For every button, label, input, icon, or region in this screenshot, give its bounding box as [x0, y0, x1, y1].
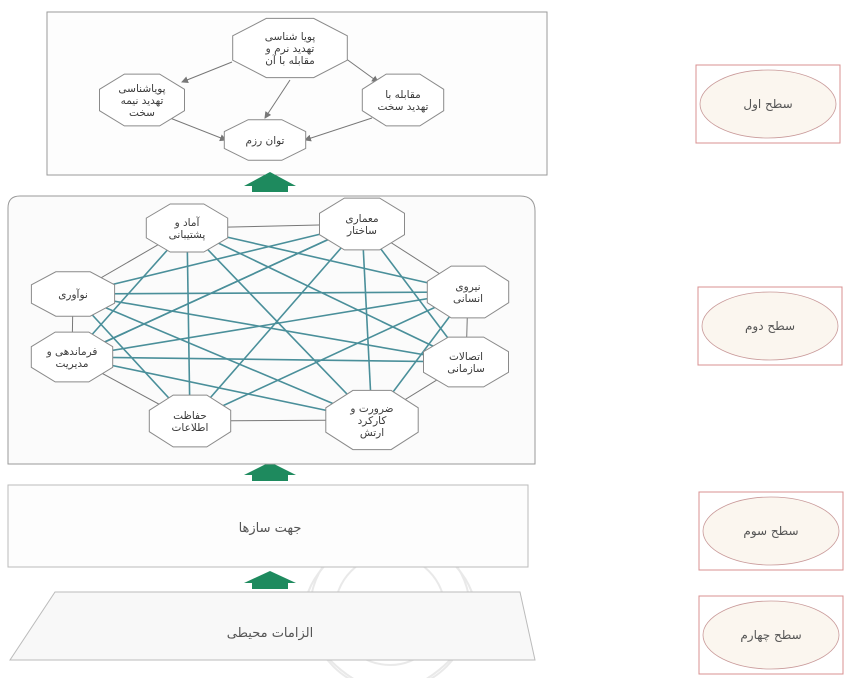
- mesh-link: [361, 223, 373, 421]
- node-label: ساختار: [346, 225, 377, 237]
- mesh-link: [186, 227, 469, 293]
- node-label: سازمانی: [447, 363, 485, 375]
- mesh-link: [72, 291, 469, 295]
- level-label: سطح اول: [743, 97, 792, 112]
- up-arrow-3: [244, 571, 296, 589]
- mesh-link: [186, 227, 373, 421]
- node-label: ارتش: [360, 427, 384, 439]
- node-label: کارکرد: [358, 415, 387, 427]
- node-label: پویاشناسی: [118, 83, 165, 95]
- mesh-link: [71, 356, 467, 363]
- node-label: توان رزم: [246, 135, 285, 147]
- node-combat-power: توان رزم: [223, 119, 307, 161]
- level3-panel: [7, 484, 529, 568]
- mesh-link: [72, 223, 363, 295]
- level2-panel: [7, 195, 536, 465]
- mesh-link: [189, 291, 469, 422]
- up-arrow-1: [244, 172, 296, 192]
- up-arrow-2: [244, 462, 296, 481]
- node-label: نیروی: [455, 281, 480, 293]
- mesh-link: [71, 223, 363, 358]
- node-label: فرماندهی و: [46, 346, 98, 358]
- node-label: حفاظت: [173, 410, 207, 422]
- node-label: معماری: [345, 213, 378, 225]
- node-label: مقابله با: [385, 89, 421, 101]
- badge-level-1: سطح اول: [695, 64, 841, 144]
- badge-level-3: سطح سوم: [698, 491, 844, 571]
- level1-connectors: [169, 57, 379, 142]
- node-label: انسانی: [453, 293, 483, 305]
- node-label: مدیریت: [55, 358, 88, 370]
- node-label: تهدید سخت: [378, 101, 429, 113]
- node-label: اتصالات: [449, 351, 483, 363]
- level3-label: جهت سازها: [239, 521, 302, 536]
- mesh-link: [71, 356, 373, 421]
- badge-level-4: سطح چهارم: [698, 595, 844, 675]
- node-label: تهدید نیمه: [121, 95, 164, 107]
- node-label: آماد و: [174, 216, 201, 229]
- badge-level-2: سطح دوم: [697, 286, 843, 366]
- node-label: مقابله با آن: [265, 54, 315, 67]
- node-label: تهدید نرم و: [265, 43, 315, 55]
- node-label: سخت: [129, 107, 155, 119]
- level4-panel: [9, 591, 536, 661]
- level-label: سطح سوم: [743, 524, 798, 539]
- node-innovation: نوآوری: [30, 271, 116, 317]
- node-label: اطلاعات: [172, 422, 209, 434]
- node-label: پشتیبانی: [169, 229, 206, 241]
- level-label: سطح دوم: [745, 319, 795, 334]
- node-label: پویا شناسی: [265, 31, 316, 43]
- node-label: ضرورت و: [349, 403, 393, 415]
- mesh-link: [71, 291, 469, 358]
- mesh-link: [186, 227, 191, 422]
- level4-label: الزامات محیطی: [227, 626, 313, 641]
- mesh-link: [72, 293, 373, 421]
- mesh-link: [186, 227, 467, 363]
- node-label: نوآوری: [58, 288, 88, 301]
- mesh-link: [72, 293, 467, 363]
- level-label: سطح چهارم: [740, 628, 801, 643]
